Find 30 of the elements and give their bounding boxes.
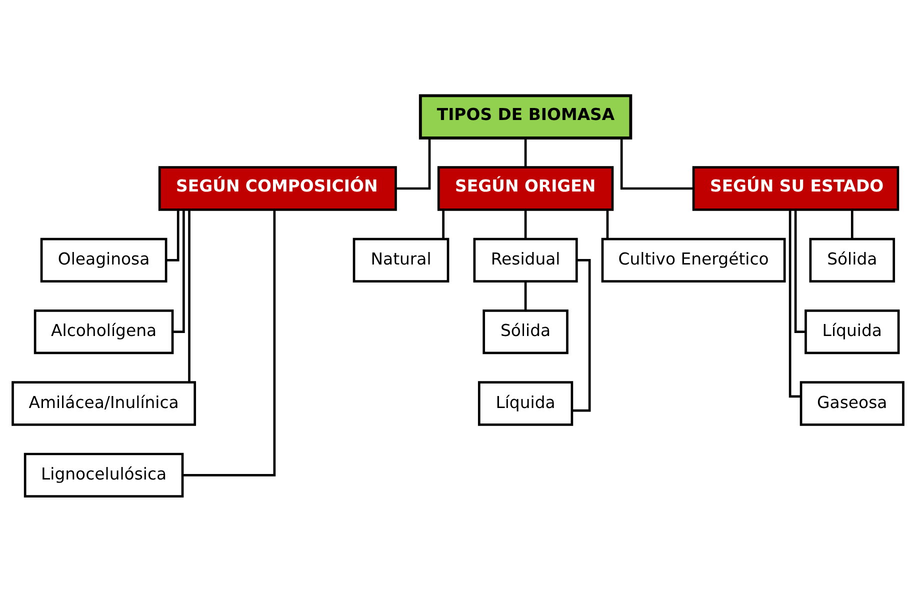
connector [524,281,527,310]
node-box: Sólida [809,237,896,282]
connector [442,210,444,238]
connector [166,210,180,261]
node-box: SEGÚN SU ESTADO [692,166,900,210]
node-box: SEGÚN ORIGEN [437,166,614,210]
node-box: Alcoholígena [34,309,174,354]
connector [396,138,431,190]
node-box: Líquida [478,380,574,426]
node-box: Sólida [482,309,568,354]
connector [620,138,694,190]
connector [172,209,185,332]
connector [788,209,801,398]
node-box: Residual [473,237,578,282]
connector [182,210,276,476]
node-box: SEGÚN COMPOSICIÓN [158,166,397,210]
node-box: Gaseosa [800,380,904,426]
node-box: Amilácea/Inulínica [12,380,196,426]
node-box: Natural [352,237,450,282]
connector [524,210,527,238]
node-box: Lignocelulósica [24,452,184,497]
node-box: Cultivo Energético [601,237,786,282]
node-box: TIPOS DE BIOMASA [418,94,632,139]
node-box: Oleaginosa [40,237,168,282]
connector [794,209,806,332]
connector [606,210,609,238]
connector [188,209,190,382]
connector [524,138,527,167]
node-box: Líquida [804,309,900,354]
connector [850,210,854,238]
